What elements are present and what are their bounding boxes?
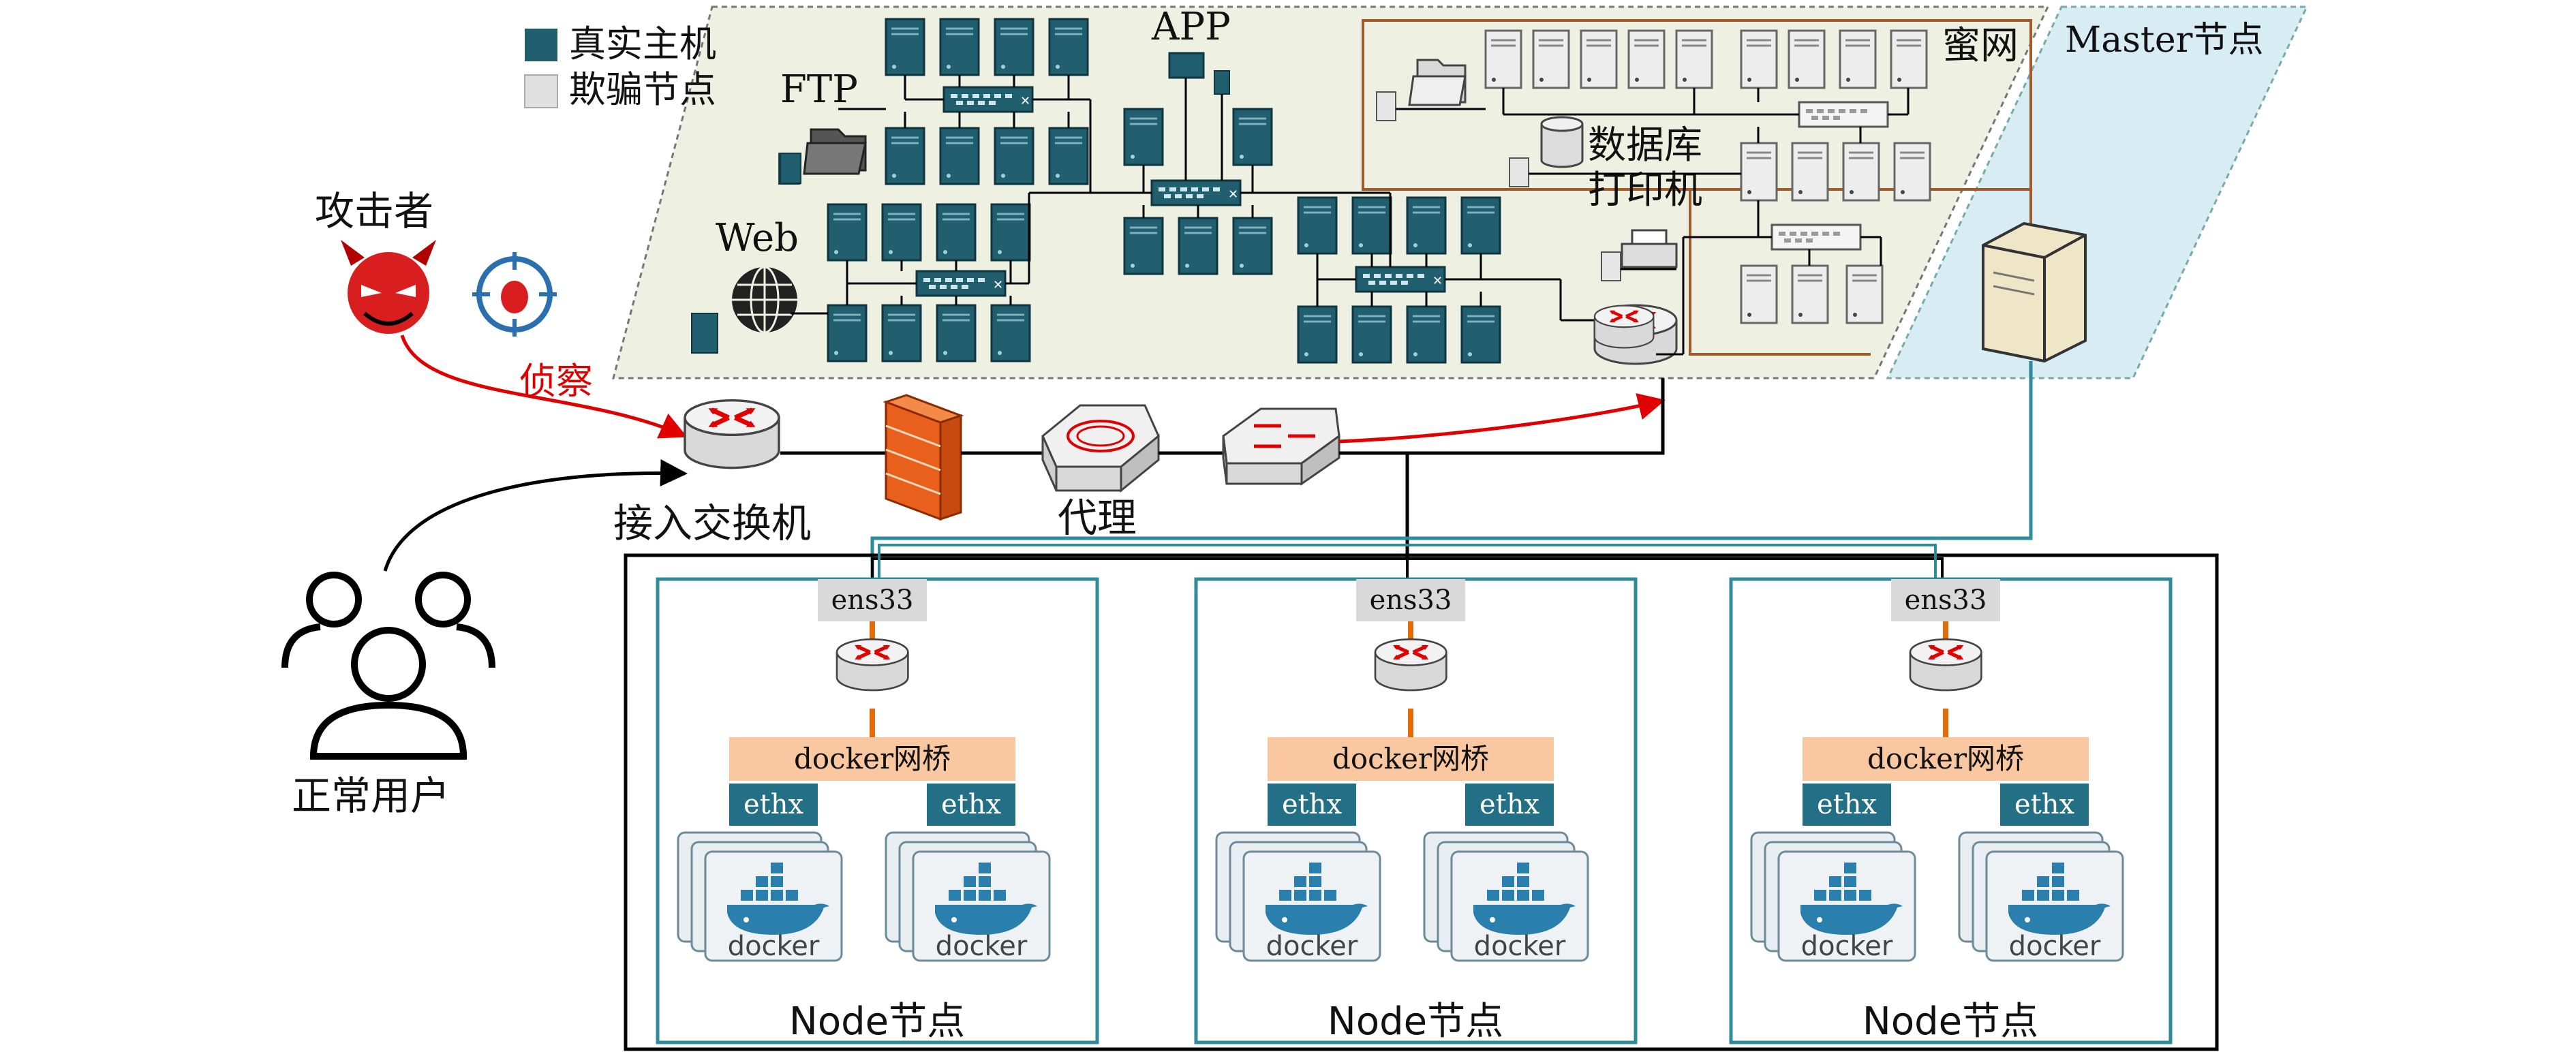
database-label: 数据库 bbox=[1588, 123, 1702, 168]
legend-decoy-label: 欺骗节点 bbox=[569, 68, 716, 111]
docker-label: docker bbox=[728, 931, 820, 962]
honeynet-decoys bbox=[1484, 29, 1931, 356]
eth-left-box bbox=[729, 784, 818, 826]
web-globe-icon bbox=[732, 266, 797, 334]
switch-to-zone-line bbox=[1339, 378, 1665, 455]
docker-bridge-label: docker网桥 bbox=[794, 742, 951, 775]
attacker-devil-icon bbox=[341, 240, 436, 334]
cluster-master-bus bbox=[878, 544, 1937, 579]
docker-label: docker bbox=[1474, 931, 1566, 962]
node-2: ens33 docker网桥 ethx ethx docker docker N… bbox=[1194, 577, 1638, 1044]
docker-container-icon: docker bbox=[1423, 831, 1589, 962]
eth-right-label: ethx bbox=[2014, 789, 2075, 820]
eth-right-label: ethx bbox=[1479, 789, 1540, 820]
docker-label: docker bbox=[936, 931, 1028, 962]
node-title: Node节点 bbox=[789, 999, 965, 1044]
docker-label: docker bbox=[1801, 931, 1893, 962]
nic-label: ens33 bbox=[831, 585, 914, 616]
docker-label: docker bbox=[1266, 931, 1358, 962]
docker-bridge-box bbox=[729, 737, 1015, 781]
attacker-label: 攻击者 bbox=[315, 188, 433, 234]
proxy-icon bbox=[1041, 404, 1160, 493]
core-switch-icon bbox=[1222, 407, 1340, 486]
node-router-icon bbox=[1375, 639, 1446, 690]
normal-users-icon bbox=[281, 572, 495, 760]
normal-users-label: 正常用户 bbox=[292, 773, 450, 819]
web-label: Web bbox=[716, 216, 799, 260]
nic-box bbox=[1891, 579, 2000, 621]
node-router-icon bbox=[1910, 639, 1981, 690]
deception-redirect-arrow bbox=[1338, 393, 1666, 444]
honeynet-boundary bbox=[1362, 19, 2032, 191]
honeynet-pc-icon-2 bbox=[1509, 157, 1529, 187]
recon-label: 侦察 bbox=[519, 360, 593, 403]
docker-bridge-label: docker网桥 bbox=[1867, 742, 2024, 775]
web-cluster bbox=[827, 203, 1031, 362]
eth-left-label: ethx bbox=[1282, 789, 1343, 820]
docker-container-icon: docker bbox=[1750, 831, 1916, 962]
firewall-icon bbox=[883, 394, 964, 521]
zone-router-icon bbox=[1595, 306, 1653, 348]
database-icon bbox=[1540, 116, 1584, 168]
master-server-icon bbox=[1982, 221, 2087, 363]
docker-container-icon: docker bbox=[885, 831, 1051, 962]
eth-right-box bbox=[1465, 784, 1554, 826]
honeynet-folder-icon bbox=[1408, 59, 1467, 106]
node-1: ens33 docker网桥 ethx ethx docker docker N… bbox=[656, 577, 1099, 1044]
printer-label: 打印机 bbox=[1588, 168, 1702, 213]
ftp-folder-icon bbox=[803, 128, 867, 175]
node-title: Node节点 bbox=[1328, 999, 1503, 1044]
docker-label: docker bbox=[2009, 931, 2101, 962]
eth-right-box bbox=[927, 784, 1015, 826]
honeynet-boundary-lower bbox=[1689, 189, 1871, 356]
docker-bridge-box bbox=[1803, 737, 2089, 781]
app-label: APP bbox=[1151, 5, 1231, 49]
node-3: ens33 docker网桥 ethx ethx docker docker N… bbox=[1729, 577, 2173, 1044]
eth-left-box bbox=[1803, 784, 1891, 826]
nic-label: ens33 bbox=[1370, 585, 1452, 616]
access-switch-router-icon bbox=[685, 401, 779, 468]
web-pc-icon bbox=[691, 313, 718, 354]
nic-label: ens33 bbox=[1905, 585, 1987, 616]
master-label: Master节点 bbox=[2065, 20, 2263, 61]
recon-arrow bbox=[400, 335, 688, 439]
legend-real-swatch bbox=[525, 29, 557, 61]
docker-container-icon: docker bbox=[1958, 831, 2124, 962]
ftp-label: FTP bbox=[780, 67, 858, 112]
node-title: Node节点 bbox=[1862, 999, 2038, 1044]
printer-icon bbox=[1621, 229, 1678, 268]
user-access-arrow bbox=[383, 459, 688, 572]
zone-backbone bbox=[791, 98, 1595, 322]
docker-container-icon: docker bbox=[677, 831, 843, 962]
eth-left-label: ethx bbox=[743, 789, 804, 820]
node-router-icon bbox=[837, 639, 908, 690]
honeynet-pc-icon-3 bbox=[1601, 251, 1621, 281]
legend-decoy-swatch bbox=[524, 74, 558, 108]
eth-left-label: ethx bbox=[1817, 789, 1877, 820]
legend-real-label: 真实主机 bbox=[569, 22, 716, 65]
honeynet-label: 蜜网 bbox=[1942, 24, 2019, 68]
nic-box bbox=[818, 579, 927, 621]
ftp-pc-icon bbox=[780, 153, 801, 184]
cluster-boundary bbox=[624, 553, 2219, 1051]
central-cluster bbox=[1297, 196, 1501, 364]
nic-box bbox=[1356, 579, 1465, 621]
app-monitor-icon bbox=[1168, 52, 1205, 79]
eth-right-box bbox=[2000, 784, 2089, 826]
proxy-label: 代理 bbox=[1058, 495, 1137, 541]
eth-left-box bbox=[1268, 784, 1356, 826]
docker-bridge-box bbox=[1268, 737, 1554, 781]
access-switch-label: 接入交换机 bbox=[613, 500, 811, 546]
docker-container-icon: docker bbox=[1215, 831, 1381, 962]
honeynet-pc-icon-1 bbox=[1376, 91, 1396, 121]
docker-bridge-label: docker网桥 bbox=[1332, 742, 1489, 775]
eth-right-label: ethx bbox=[941, 789, 1002, 820]
target-bug-icon bbox=[472, 252, 557, 337]
